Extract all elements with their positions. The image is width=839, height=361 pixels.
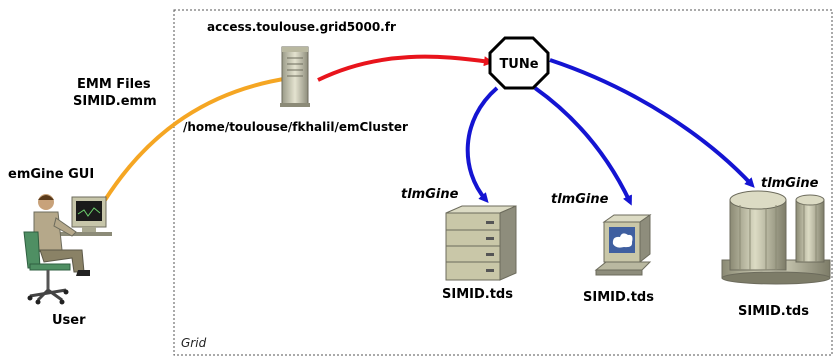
user-label: User <box>52 313 86 328</box>
gui-label: emGine GUI <box>8 167 95 182</box>
server-tower-icon <box>280 46 310 107</box>
server-path-label: /home/toulouse/fkhalil/emCluster <box>183 120 408 134</box>
files-label-line2: SIMID.emm <box>73 94 157 109</box>
arrow-user-to-server <box>103 76 291 202</box>
arrow-tune-to-node-1 <box>465 86 499 204</box>
arrow-tune-to-node-2 <box>533 86 632 206</box>
server-host-label: access.toulouse.grid5000.fr <box>207 20 396 34</box>
grid-boundary <box>173 9 833 356</box>
node-3-engine-label: tlmGine <box>761 176 819 191</box>
tune-label: TUNe <box>499 57 538 72</box>
cluster-icon <box>721 190 831 285</box>
node-1-engine-label: tlmGine <box>401 187 459 202</box>
rack-server-icon <box>445 205 517 281</box>
grid-label: Grid <box>181 336 207 350</box>
node-3-file-label: SIMID.tds <box>738 304 809 319</box>
node-2-engine-label: tlmGine <box>551 192 609 207</box>
node-2-file-label: SIMID.tds <box>583 290 654 305</box>
node-1-file-label: SIMID.tds <box>442 287 513 302</box>
arrow-server-to-tune <box>317 54 494 82</box>
files-label-line1: EMM Files <box>77 77 151 92</box>
workstation-icon <box>594 214 652 276</box>
arrow-tune-to-node-3 <box>549 58 755 188</box>
user-workstation-icon <box>23 194 112 305</box>
tune-octagon: TUNe <box>488 36 550 90</box>
